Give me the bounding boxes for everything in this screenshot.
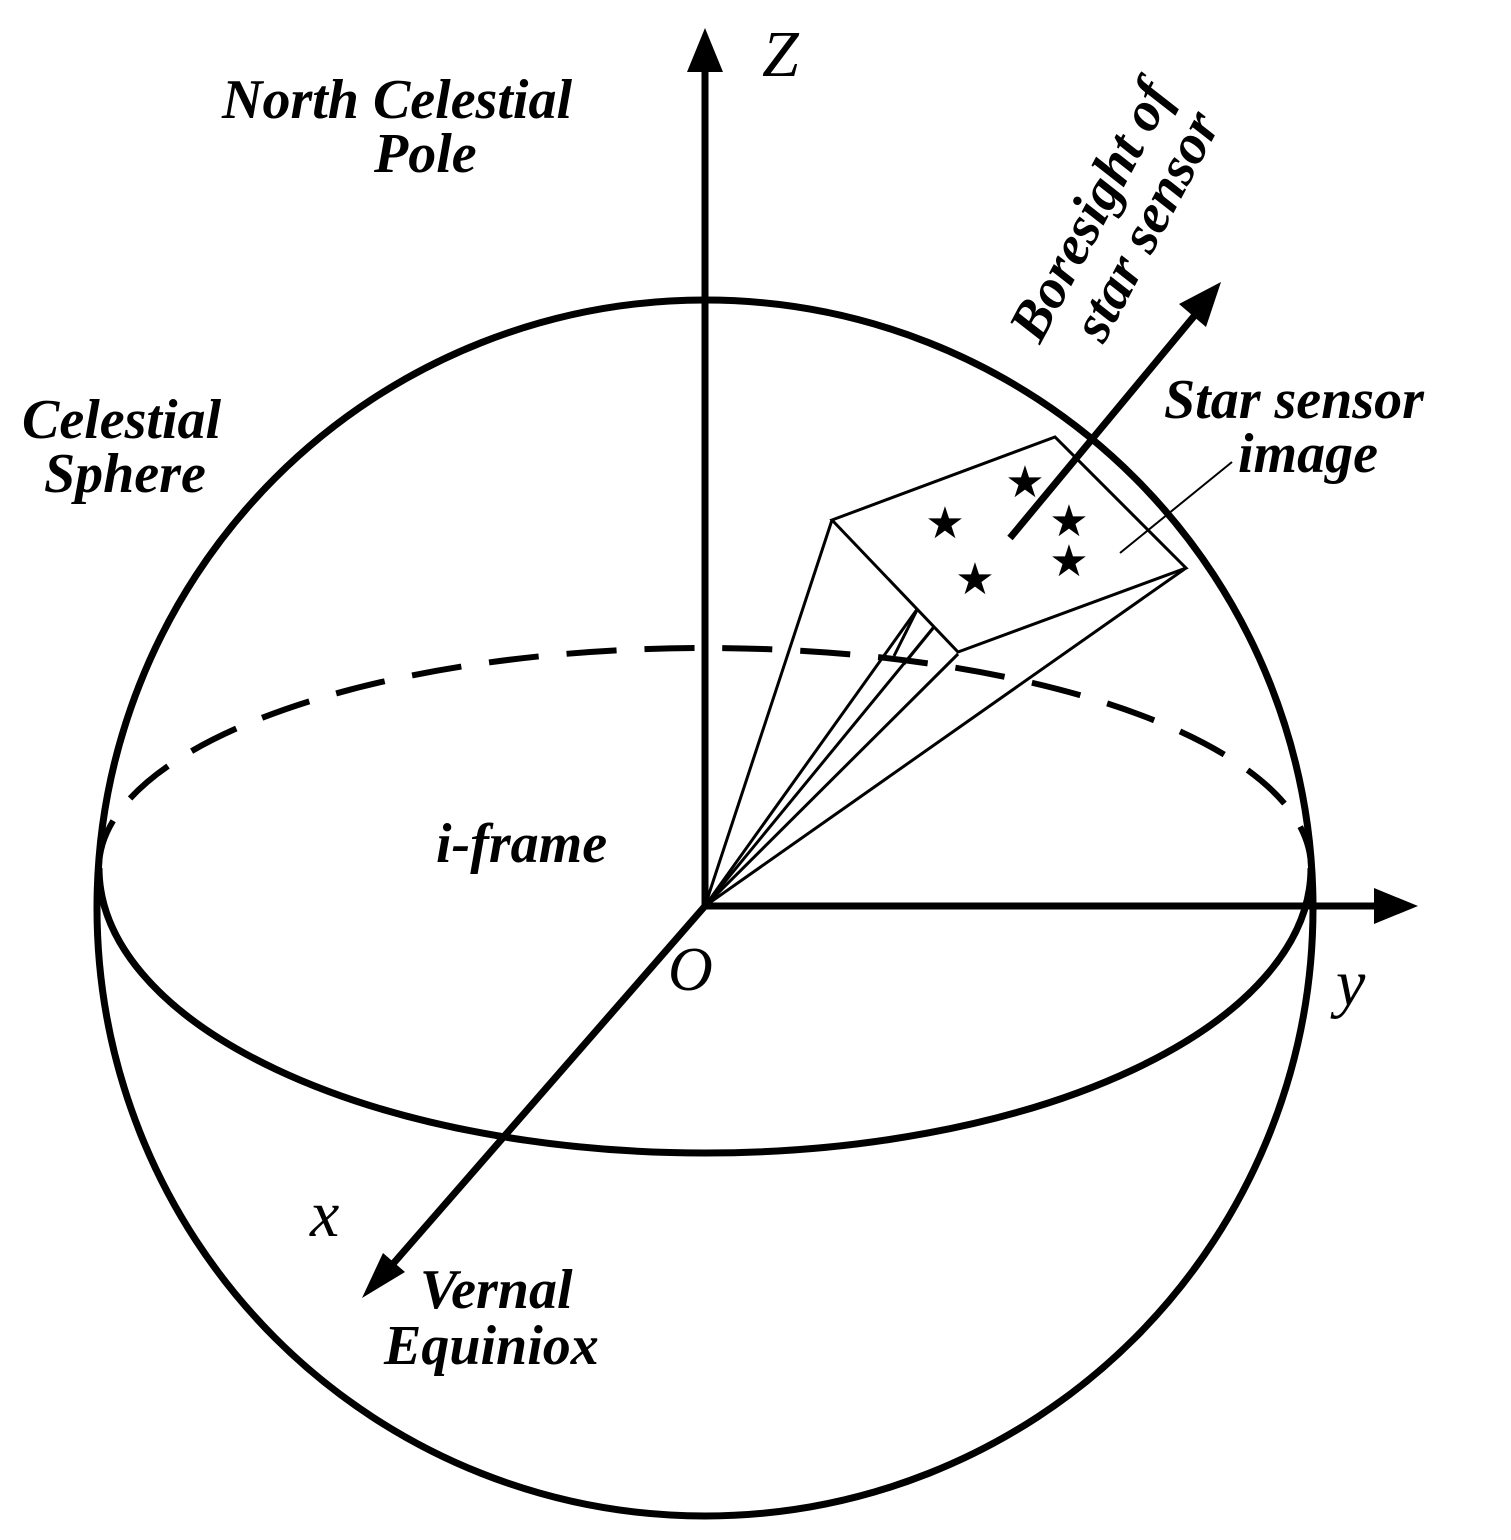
sphere-label-line1: Celestial <box>22 389 222 451</box>
x-axis-arrowhead <box>362 1253 405 1298</box>
equinox-label-line2: Equiniox <box>383 1315 599 1377</box>
y-axis-arrowhead <box>1374 888 1418 924</box>
stars-group: ★ ★ ★ ★ ★ <box>925 457 1088 605</box>
sensor-image-label-line2: image <box>1238 423 1378 485</box>
sphere-label-line2: Sphere <box>44 443 206 505</box>
star-icon: ★ <box>1049 496 1088 547</box>
frame-label: i-frame <box>436 813 607 875</box>
equinox-label-line1: Vernal <box>420 1259 573 1321</box>
x-axis-label: x <box>309 1178 339 1251</box>
sensor-image-leader-line <box>1119 461 1233 554</box>
equator-front <box>95 867 1315 1157</box>
north-pole-label-line1: North Celestial <box>221 69 572 131</box>
z-axis-label: Z <box>762 18 800 91</box>
star-sensor-image-plane <box>829 435 1189 654</box>
star-icon: ★ <box>1049 536 1088 587</box>
x-axis <box>389 903 708 1268</box>
star-sensor-fov <box>703 519 1187 908</box>
star-icon: ★ <box>925 498 964 549</box>
y-axis-label: y <box>1330 947 1366 1020</box>
z-axis-arrowhead <box>687 28 723 72</box>
sensor-image-label-line1: Star sensor <box>1164 369 1425 431</box>
origin-label: O <box>668 936 713 1004</box>
star-icon: ★ <box>955 554 994 605</box>
boresight-arrowhead <box>1179 282 1221 327</box>
north-pole-label-line2: Pole <box>373 123 477 185</box>
boresight-arrow <box>1007 312 1198 541</box>
boresight-label: Boresight of star sensor <box>996 66 1233 352</box>
